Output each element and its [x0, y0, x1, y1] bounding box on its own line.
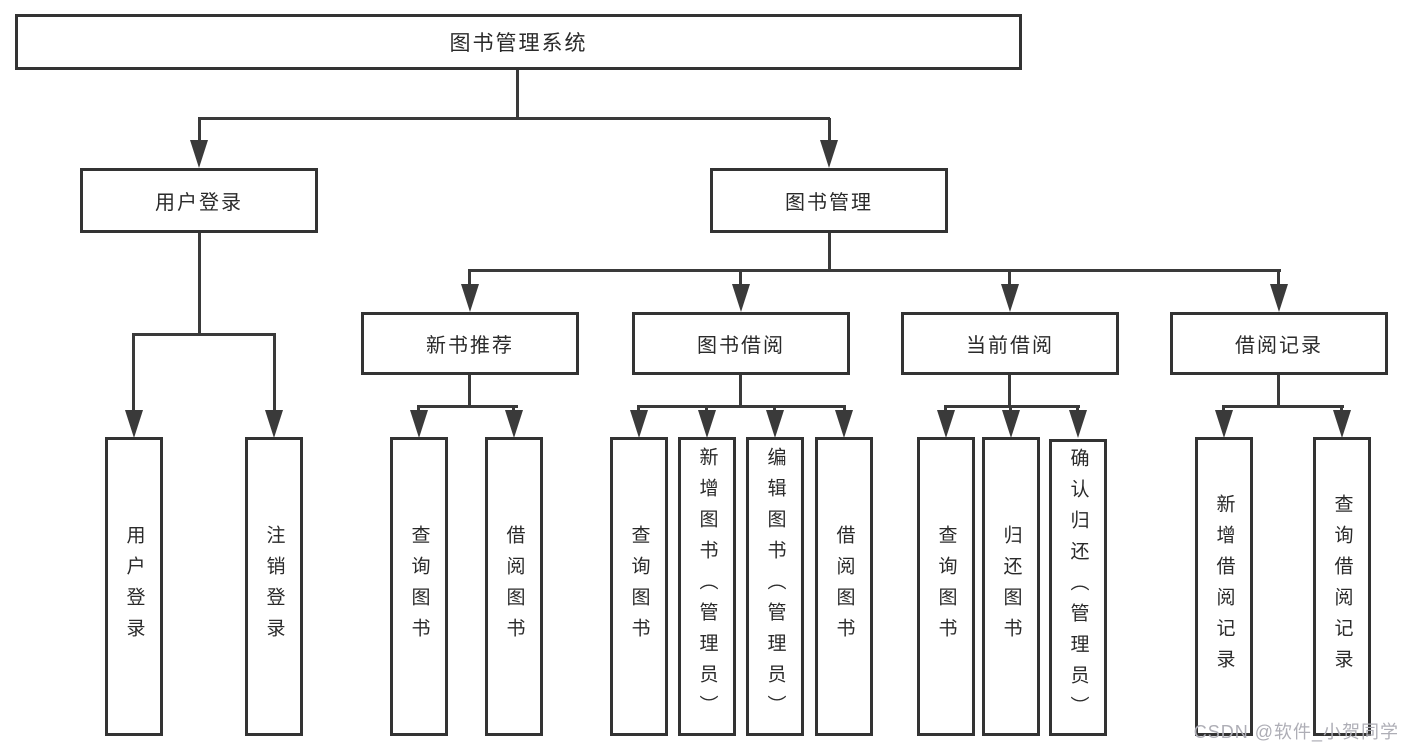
connector-line: [273, 334, 276, 412]
arrowhead-down-icon: [505, 410, 523, 438]
node-borrowing-records: 借阅记录: [1170, 312, 1388, 375]
connector-line: [1277, 270, 1280, 288]
arrowhead-down-icon: [937, 410, 955, 438]
node-label: 查询图书: [935, 524, 957, 649]
node-label: 借阅记录: [1235, 335, 1323, 357]
node-label: 借阅图书: [503, 524, 525, 649]
csdn-watermark: CSDN @软件_小贺同学: [1193, 722, 1399, 742]
leaf-edit-book-admin: 编辑图书（管理员）: [746, 437, 804, 736]
connector-line: [637, 405, 846, 408]
node-label: 查询借阅记录: [1331, 493, 1353, 680]
connector-line: [828, 118, 831, 144]
arrowhead-down-icon: [1215, 410, 1233, 438]
connector-line: [132, 333, 276, 336]
arrowhead-down-icon: [630, 410, 648, 438]
arrowhead-down-icon: [766, 410, 784, 438]
node-book-borrowing: 图书借阅: [632, 312, 850, 375]
arrowhead-down-icon: [1001, 284, 1019, 312]
node-label: 查询图书: [408, 524, 430, 649]
arrowhead-down-icon: [410, 410, 428, 438]
arrowhead-down-icon: [1002, 410, 1020, 438]
connector-line: [417, 405, 518, 408]
arrowhead-down-icon: [835, 410, 853, 438]
leaf-add-borrow-record: 新增借阅记录: [1195, 437, 1253, 736]
node-label: 借阅图书: [833, 524, 855, 649]
node-current-borrowing: 当前借阅: [901, 312, 1119, 375]
node-new-book-recommendation: 新书推荐: [361, 312, 579, 375]
node-root-library-management-system: 图书管理系统: [15, 14, 1022, 70]
node-label: 新增借阅记录: [1213, 493, 1235, 680]
connector-line: [198, 233, 201, 335]
node-label: 新书推荐: [426, 335, 514, 357]
connector-line: [1277, 375, 1280, 407]
connector-line: [1008, 270, 1011, 288]
connector-line: [1008, 375, 1011, 407]
leaf-query-books-borrow: 查询图书: [610, 437, 668, 736]
connector-line: [944, 405, 1080, 408]
arrowhead-down-icon: [1069, 410, 1087, 438]
arrowhead-down-icon: [1270, 284, 1288, 312]
connector-line: [132, 334, 135, 412]
leaf-user-login: 用户登录: [105, 437, 163, 736]
leaf-borrow-books: 借阅图书: [815, 437, 873, 736]
node-label: 注销登录: [263, 524, 285, 649]
leaf-confirm-return-admin: 确认归还（管理员）: [1049, 439, 1107, 736]
arrowhead-down-icon: [461, 284, 479, 312]
node-label: 图书管理系统: [449, 32, 588, 55]
node-label: 当前借阅: [966, 335, 1054, 357]
leaf-return-books: 归还图书: [982, 437, 1040, 736]
arrowhead-down-icon: [820, 140, 838, 168]
connector-line: [516, 70, 519, 119]
node-label: 用户登录: [155, 192, 243, 214]
node-label: 图书借阅: [697, 335, 785, 357]
node-user-login: 用户登录: [80, 168, 318, 233]
arrowhead-down-icon: [125, 410, 143, 438]
node-label: 用户登录: [123, 524, 145, 649]
leaf-add-book-admin: 新增图书（管理员）: [678, 437, 736, 736]
leaf-query-books-current: 查询图书: [917, 437, 975, 736]
connector-line: [828, 233, 831, 271]
connector-line: [739, 270, 742, 288]
arrowhead-down-icon: [698, 410, 716, 438]
node-label: 图书管理: [785, 192, 873, 214]
connector-line: [468, 269, 1281, 272]
arrowhead-down-icon: [732, 284, 750, 312]
arrowhead-down-icon: [190, 140, 208, 168]
leaf-logout: 注销登录: [245, 437, 303, 736]
node-label: 编辑图书（管理员）: [764, 447, 786, 726]
node-label: 新增图书（管理员）: [696, 447, 718, 726]
connector-line: [198, 117, 830, 120]
connector-line: [1222, 405, 1344, 408]
connector-line: [198, 118, 201, 144]
connector-line: [468, 375, 471, 407]
node-book-management: 图书管理: [710, 168, 948, 233]
leaf-borrow-books-recommend: 借阅图书: [485, 437, 543, 736]
leaf-query-borrow-record: 查询借阅记录: [1313, 437, 1371, 736]
arrowhead-down-icon: [1333, 410, 1351, 438]
connector-line: [468, 270, 471, 288]
node-label: 查询图书: [628, 524, 650, 649]
arrowhead-down-icon: [265, 410, 283, 438]
connector-line: [739, 375, 742, 407]
node-label: 归还图书: [1000, 524, 1022, 649]
leaf-query-books-recommend: 查询图书: [390, 437, 448, 736]
node-label: 确认归还（管理员）: [1067, 448, 1089, 727]
